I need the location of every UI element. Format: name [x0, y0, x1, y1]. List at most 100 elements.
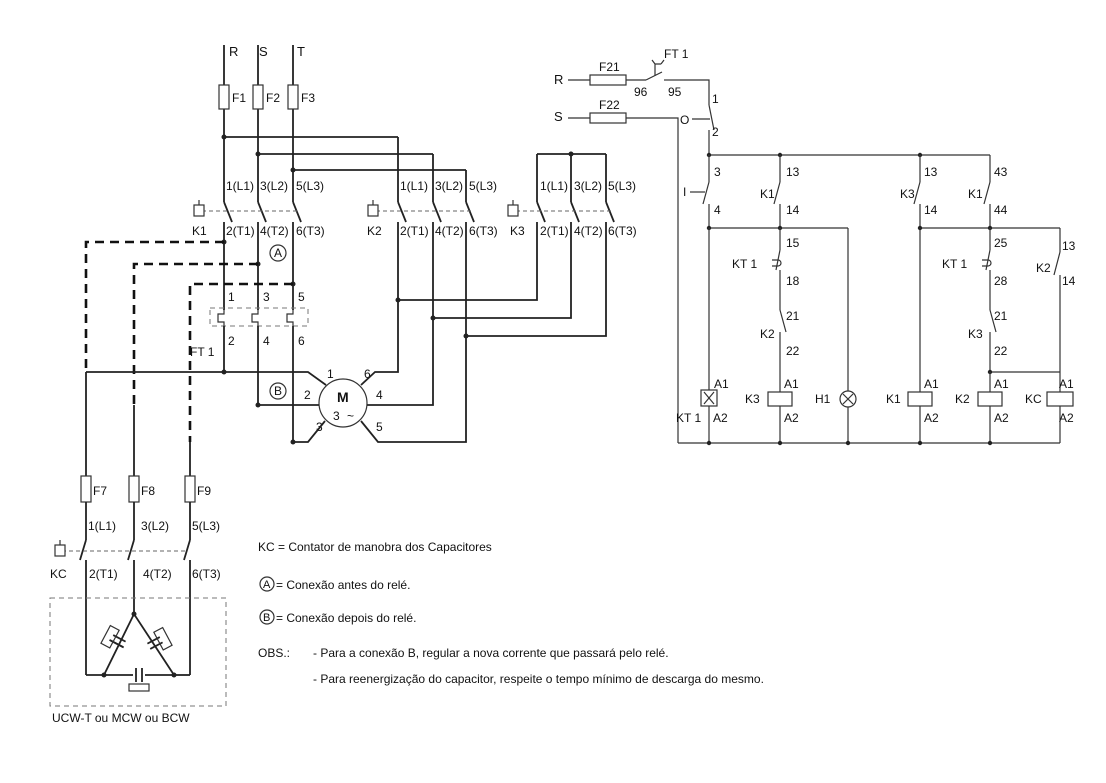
- fuse-f1: [218, 84, 230, 110]
- fuse-label: F7: [93, 484, 107, 498]
- contact-terminal: 18: [786, 274, 800, 288]
- motor-terminal: 1: [327, 367, 334, 381]
- point-a-label: A: [274, 246, 282, 260]
- control-circuit: R F21 FT 1 96 95 S F22 1 2 O I: [554, 47, 1076, 446]
- terminal-label: 3(L2): [260, 179, 288, 193]
- contact-terminal: 13: [786, 165, 800, 179]
- contact-terminal: 13: [1062, 239, 1076, 253]
- relay-terminal: 6: [298, 334, 305, 348]
- contact-label: K3: [900, 187, 915, 201]
- terminal-label: 3(L2): [435, 179, 463, 193]
- coil-terminal: A2: [1059, 411, 1074, 425]
- contact-terminal: 14: [1062, 274, 1076, 288]
- coil-terminal: A1: [714, 377, 729, 391]
- terminal-label: 3(L2): [574, 179, 602, 193]
- point-b-label: B: [274, 384, 282, 398]
- coil-terminal: A2: [784, 411, 799, 425]
- legend-obs-label: OBS.:: [258, 646, 290, 660]
- coil-label: K3: [745, 392, 760, 406]
- fuse-f7: [80, 475, 92, 503]
- motor-terminal: 2: [304, 388, 311, 402]
- control-supply-label: S: [554, 109, 563, 124]
- contact-label: KT 1: [732, 257, 757, 271]
- fuse-label: F2: [266, 91, 280, 105]
- capacitor-bank-label: UCW-T ou MCW ou BCW: [52, 711, 190, 725]
- motor-terminal: 6: [364, 367, 371, 381]
- motor-tilde: ~: [347, 409, 354, 423]
- terminal-label: 6(T3): [469, 224, 498, 238]
- terminal-label: 5(L3): [469, 179, 497, 193]
- point-b-marker: [269, 382, 287, 400]
- contact-terminal: 13: [924, 165, 938, 179]
- terminal-label: 4(T2): [143, 567, 172, 581]
- contact-label: KT 1: [942, 257, 967, 271]
- terminal-label: 5(L3): [192, 519, 220, 533]
- coil-terminal: A1: [994, 377, 1009, 391]
- relay-terminal: 1: [228, 290, 235, 304]
- terminal-label: 4(T2): [574, 224, 603, 238]
- control-supply-label: R: [554, 72, 563, 87]
- contact-terminal: 14: [786, 203, 800, 217]
- contact-terminal: 22: [994, 344, 1008, 358]
- stop-symbol: O: [680, 113, 689, 127]
- terminal-label: 2(T1): [540, 224, 569, 238]
- contactor-label: K1: [192, 224, 207, 238]
- contact-terminal: 25: [994, 236, 1008, 250]
- legend: KC = Contator de manobra dos Capacitores…: [258, 540, 764, 686]
- control-ft1-label: FT 1: [664, 47, 689, 61]
- coil-terminal: A2: [713, 411, 728, 425]
- relay-terminal: 4: [263, 334, 270, 348]
- contact-terminal: 22: [786, 344, 800, 358]
- point-a-marker: [269, 244, 287, 262]
- legend-obs-line: - Para a conexão B, regular a nova corre…: [313, 646, 669, 660]
- fuse-label: F3: [301, 91, 315, 105]
- coil-k1: [907, 391, 933, 407]
- legend-a-marker: [259, 576, 275, 592]
- contact-label: K2: [760, 327, 775, 341]
- contact-terminal: 2: [712, 125, 719, 139]
- relay-terminal: 5: [298, 290, 305, 304]
- terminal-label: 1(L1): [540, 179, 568, 193]
- contact-terminal: 15: [786, 236, 800, 250]
- fuse-f8: [128, 475, 140, 503]
- phase-label: R: [229, 44, 238, 59]
- fuse-f22: [589, 112, 627, 124]
- contact-label: K2: [1036, 261, 1051, 275]
- coil-k3: [767, 391, 793, 407]
- contact-label: K1: [760, 187, 775, 201]
- fuse-label: F8: [141, 484, 155, 498]
- contact-terminal: 28: [994, 274, 1008, 288]
- terminal-label: 2(T1): [400, 224, 429, 238]
- fuse-label: F1: [232, 91, 246, 105]
- legend-a-text: = Conexão antes do relé.: [276, 578, 410, 592]
- motor-terminal: 4: [376, 388, 383, 402]
- phase-label: T: [297, 44, 305, 59]
- contact-terminal: 44: [994, 203, 1008, 217]
- terminal-label: 6(T3): [608, 224, 637, 238]
- contactor-label: K3: [510, 224, 525, 238]
- contact-terminal: 1: [712, 92, 719, 106]
- terminal-label: 6(T3): [296, 224, 325, 238]
- motor-phase: 3: [333, 409, 340, 423]
- legend-a-letter: A: [263, 579, 271, 591]
- terminal-label: 2(T1): [89, 567, 118, 581]
- coil-terminal: A1: [924, 377, 939, 391]
- contactor-k3: 1(L1) 3(L2) 5(L3) K3 2(T1) 4(T2) 6(T3): [507, 179, 637, 238]
- contact-terminal: 21: [994, 309, 1008, 323]
- terminal-label: 5(L3): [608, 179, 636, 193]
- coil-terminal: A2: [994, 411, 1009, 425]
- fuse-label: F21: [599, 60, 620, 74]
- contact-label: K1: [968, 187, 983, 201]
- coil-label: KC: [1025, 392, 1042, 406]
- coil-label: K1: [886, 392, 901, 406]
- legend-b-marker: [259, 609, 275, 625]
- coil-label: K2: [955, 392, 970, 406]
- terminal-label: 5(L3): [296, 179, 324, 193]
- coil-terminal: A2: [924, 411, 939, 425]
- terminal-label: 3(L2): [141, 519, 169, 533]
- lamp-label: H1: [815, 392, 831, 406]
- contact-terminal: 3: [714, 165, 721, 179]
- contact-terminal: 43: [994, 165, 1008, 179]
- relay-terminal: 3: [263, 290, 270, 304]
